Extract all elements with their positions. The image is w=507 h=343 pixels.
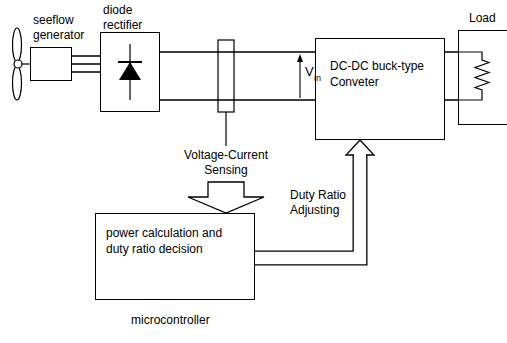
node-text: power calculation and duty ratio decisio… [106, 214, 246, 257]
power-wire [72, 56, 100, 72]
power-wire [160, 52, 315, 100]
converter-box: DC-DC buck-type Conveter [315, 38, 445, 140]
node-heading: diode rectifier [103, 3, 173, 33]
vin-arrow [297, 54, 303, 98]
control-arrow [255, 140, 374, 258]
edge-label: Duty Ratio Adjusting [290, 188, 352, 218]
node-heading: microcontroller [131, 313, 251, 328]
diode-symbol [100, 32, 160, 112]
propeller-symbol [13, 28, 31, 100]
power-wire [445, 52, 458, 100]
node-heading: seeflow generator [33, 13, 95, 43]
resistor-symbol [458, 30, 507, 125]
load-box: Load [458, 30, 507, 125]
sensing-clamp [218, 40, 234, 112]
sensing-arrow [188, 182, 264, 213]
node-text: DC-DC buck-type Conveter [330, 39, 436, 90]
microcontroller-box: power calculation and duty ratio decisio… [95, 213, 255, 300]
sensing-lead [225, 112, 226, 146]
sensing-label: Voltage-Current Sensing [168, 148, 284, 178]
generator-body: seeflow generator [30, 47, 72, 81]
voltage-subscript: in [314, 73, 321, 84]
rectifier-box: diode rectifier [100, 32, 160, 112]
node-heading: Load [469, 11, 507, 26]
voltage-symbol: V [305, 64, 314, 80]
